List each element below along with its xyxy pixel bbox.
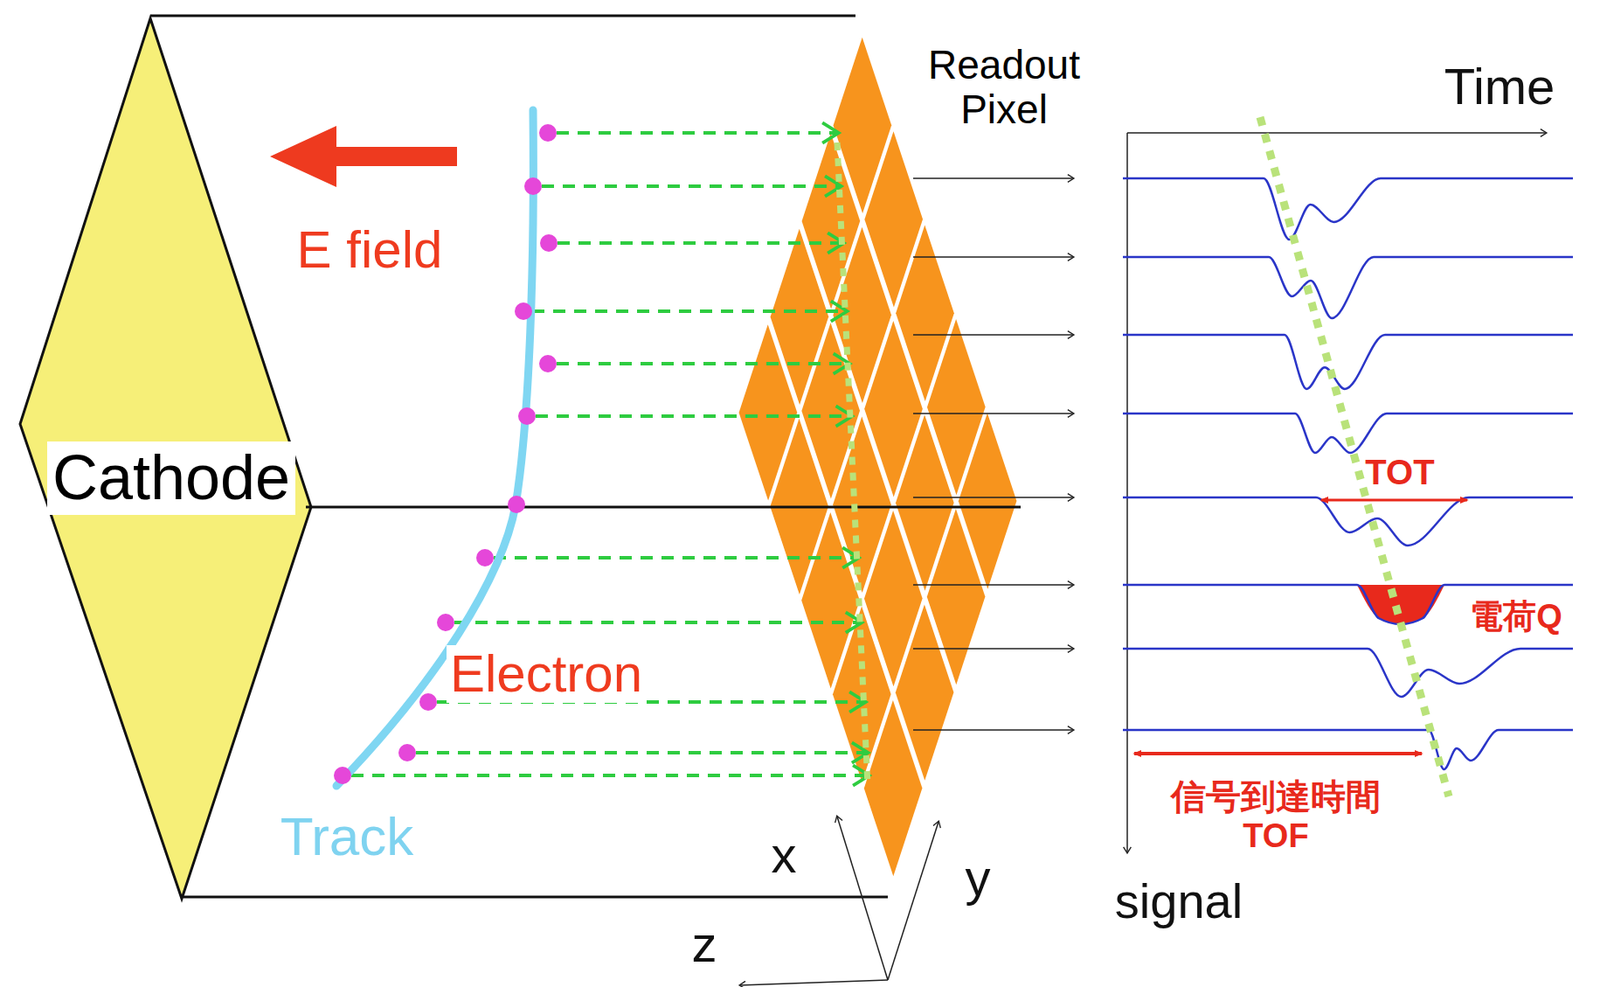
- signal-waveform: [1122, 648, 1573, 697]
- tof-arrow: [1134, 751, 1422, 755]
- readout-wire: [913, 177, 1074, 180]
- signal-waveform: [1122, 334, 1573, 389]
- axis-label: y: [962, 849, 995, 906]
- drift-arrow: [556, 131, 837, 135]
- track-label: Track: [277, 806, 418, 866]
- pixel-plane-back: [736, 30, 1019, 883]
- electron-dot: [436, 613, 455, 631]
- coordinate-axis: [837, 816, 888, 980]
- electron-dot: [540, 234, 558, 252]
- drift-arrow: [493, 555, 858, 560]
- readout-wire: [913, 412, 1074, 415]
- field-label: E field: [293, 221, 447, 279]
- readout-wire: [913, 256, 1074, 258]
- cathode-plane: Cathode: [20, 18, 312, 899]
- drift-arrow: [454, 620, 860, 624]
- chamber-line: [183, 895, 888, 899]
- electron-dot: [518, 407, 536, 425]
- signal-waveform: [1122, 729, 1573, 769]
- readout-wire: [913, 728, 1074, 731]
- tot-arrow: [1321, 498, 1468, 502]
- electron-dot: [507, 495, 526, 513]
- signal-waveform: [1122, 178, 1573, 240]
- cathode-diamond: [20, 18, 312, 899]
- chamber-line: [305, 505, 1021, 509]
- signal-waveform: [1122, 256, 1573, 319]
- cathode-label: Cathode: [47, 441, 296, 514]
- chamber-line: [150, 14, 856, 18]
- readout-wire: [913, 583, 1074, 586]
- readout-pixel: [864, 699, 923, 876]
- signal-waveform: [1122, 497, 1573, 546]
- readout-pixel-label: Readout Pixel: [898, 41, 1110, 133]
- charge-label: 電荷Q: [1466, 598, 1566, 636]
- drift-arrow: [532, 309, 846, 313]
- electron-label: Electron: [446, 644, 646, 703]
- arrival-guide: [837, 142, 868, 786]
- arrival-time-line: [1260, 117, 1449, 797]
- electron-dot: [333, 766, 352, 784]
- electron-dot: [398, 743, 416, 762]
- tof-label: 信号到達時間: [1167, 776, 1385, 816]
- coordinate-axis: [740, 979, 888, 985]
- time-axis: [1127, 131, 1546, 134]
- readout-pixel-plane: Readout Pixel: [736, 30, 1019, 883]
- signal-axis-label: signal: [1111, 873, 1247, 929]
- pixel-grid: [736, 30, 1019, 883]
- drift-arrow: [541, 184, 839, 188]
- tot-label: TOT: [1361, 452, 1438, 492]
- e-field-arrow: [270, 125, 458, 188]
- drift-arrow: [535, 414, 851, 418]
- signal-axis: [1126, 132, 1129, 852]
- readout-wire: [913, 496, 1074, 499]
- tof-label: TOF: [1239, 817, 1312, 855]
- drift-arrow: [556, 361, 848, 366]
- electron-dot: [524, 177, 542, 195]
- readout-wire: [913, 647, 1074, 650]
- electron-dot: [514, 302, 533, 320]
- coordinate-axis: [887, 821, 939, 980]
- electron-dot: [476, 548, 494, 567]
- drift-arrow: [557, 241, 842, 245]
- electron-dot: [419, 692, 437, 711]
- electron-dot: [539, 124, 557, 142]
- axis-label: x: [768, 826, 801, 883]
- readout-wire: [913, 333, 1074, 336]
- drift-arrow: [351, 773, 867, 777]
- drift-arrow: [415, 750, 866, 755]
- axis-label: z: [688, 915, 721, 972]
- time-axis-label: Time: [1440, 58, 1559, 115]
- electron-dot: [539, 354, 557, 373]
